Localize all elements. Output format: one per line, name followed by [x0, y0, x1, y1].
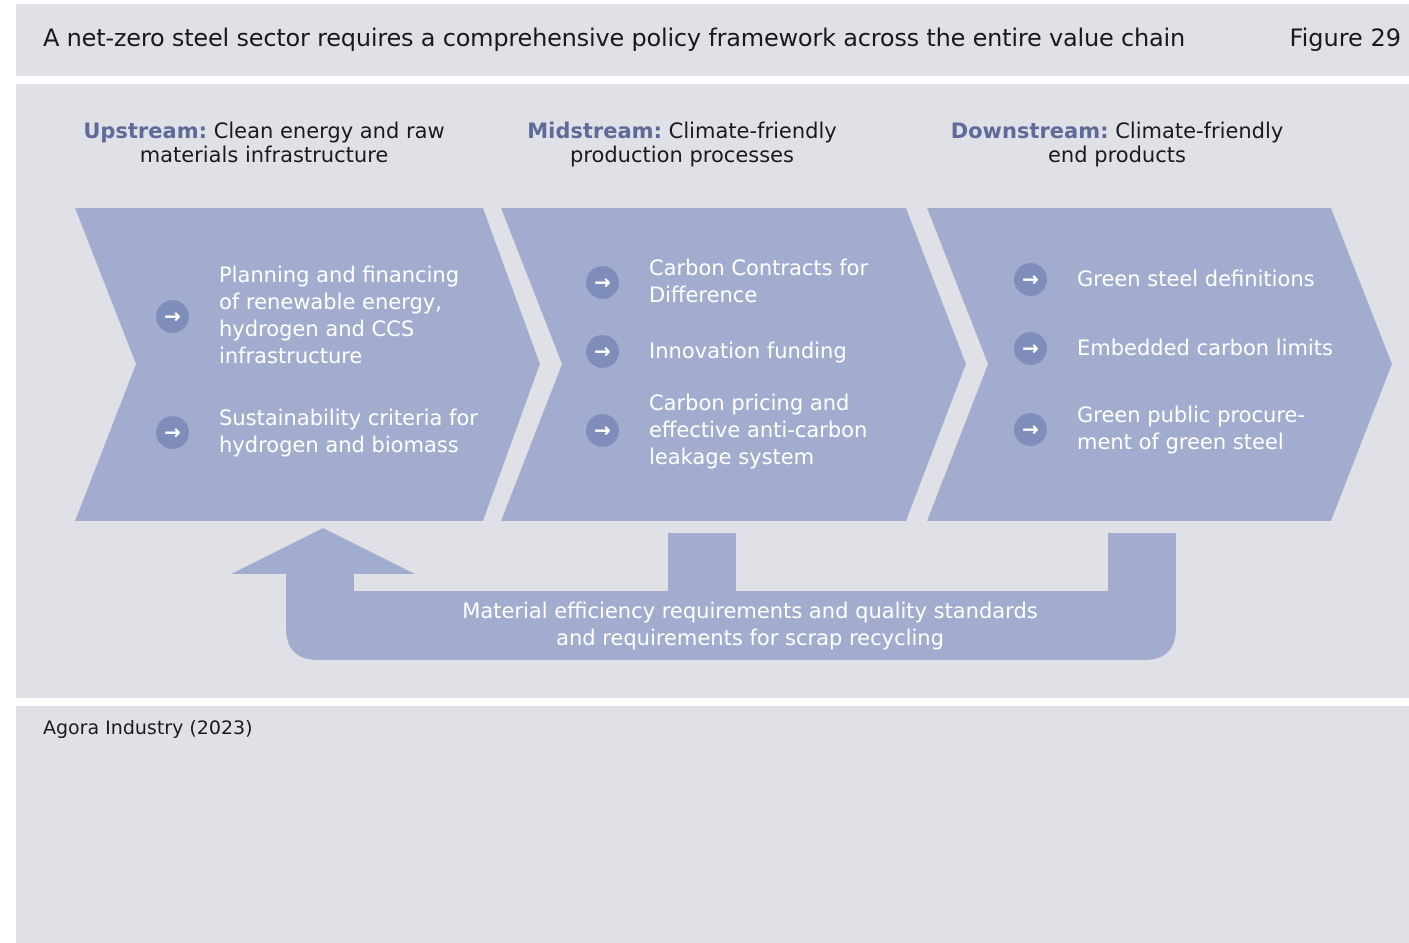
source-area	[16, 706, 1409, 943]
item-text: Sustainability criteria for hydrogen and…	[219, 406, 478, 457]
item-text: Green steel definitions	[1077, 267, 1315, 291]
downstream-heading: Downstream: Climate-friendly end product…	[950, 119, 1284, 167]
figure-title: A net-zero steel sector requires a compr…	[43, 24, 1185, 52]
midstream-item-innovation: → Innovation funding	[586, 335, 847, 368]
midstream-keyword: Midstream:	[527, 119, 662, 143]
feedback-loop-text: Material efficiency requirements and qua…	[462, 599, 1038, 650]
feedback-loop-band	[286, 533, 1176, 660]
item-text: Planning and financing of renewable ener…	[219, 263, 460, 368]
upstream-item-infrastructure: → Planning and financing of renewable en…	[156, 262, 459, 370]
title-bar	[16, 4, 1409, 76]
item-text: Embedded carbon limits	[1077, 336, 1333, 360]
item-text: Innovation funding	[649, 339, 847, 363]
arrow-right-icon: →	[1014, 412, 1047, 446]
arrow-right-icon: →	[586, 265, 619, 299]
arrow-right-icon: →	[1014, 263, 1047, 296]
item-text: Carbon pricing and effective anti-carbon…	[649, 391, 868, 469]
feedback-arrowhead	[231, 528, 415, 574]
downstream-item-definitions: → Green steel definitions	[1014, 263, 1315, 296]
upstream-item-sustainability: → Sustainability criteria for hydrogen a…	[156, 405, 478, 459]
downstream-item-carbon-limits: → Embedded carbon limits	[1014, 332, 1333, 365]
upstream-keyword: Upstream:	[83, 119, 207, 143]
arrow-right-icon: →	[586, 414, 619, 447]
arrow-right-icon: →	[1014, 332, 1047, 365]
arrow-right-icon: →	[156, 299, 189, 333]
downstream-keyword: Downstream:	[950, 119, 1109, 143]
item-text: Carbon Contracts for Difference	[649, 256, 869, 307]
arrow-right-icon: →	[586, 335, 619, 368]
midstream-heading: Midstream: Climate-friendly production p…	[527, 119, 837, 167]
arrow-right-icon: →	[156, 415, 189, 449]
source-note: Agora Industry (2023)	[43, 717, 253, 739]
figure-number: Figure 29	[1289, 24, 1401, 52]
downstream-item-procurement: → Green public procure- ment of green st…	[1014, 402, 1305, 456]
upstream-chevron	[75, 208, 540, 521]
item-text: Green public procure- ment of green stee…	[1077, 403, 1306, 454]
midstream-item-carbon-pricing: → Carbon pricing and effective anti-carb…	[586, 390, 867, 471]
midstream-item-ccfd: → Carbon Contracts for Difference	[586, 255, 868, 309]
upstream-heading: Upstream: Clean energy and raw materials…	[83, 119, 445, 167]
